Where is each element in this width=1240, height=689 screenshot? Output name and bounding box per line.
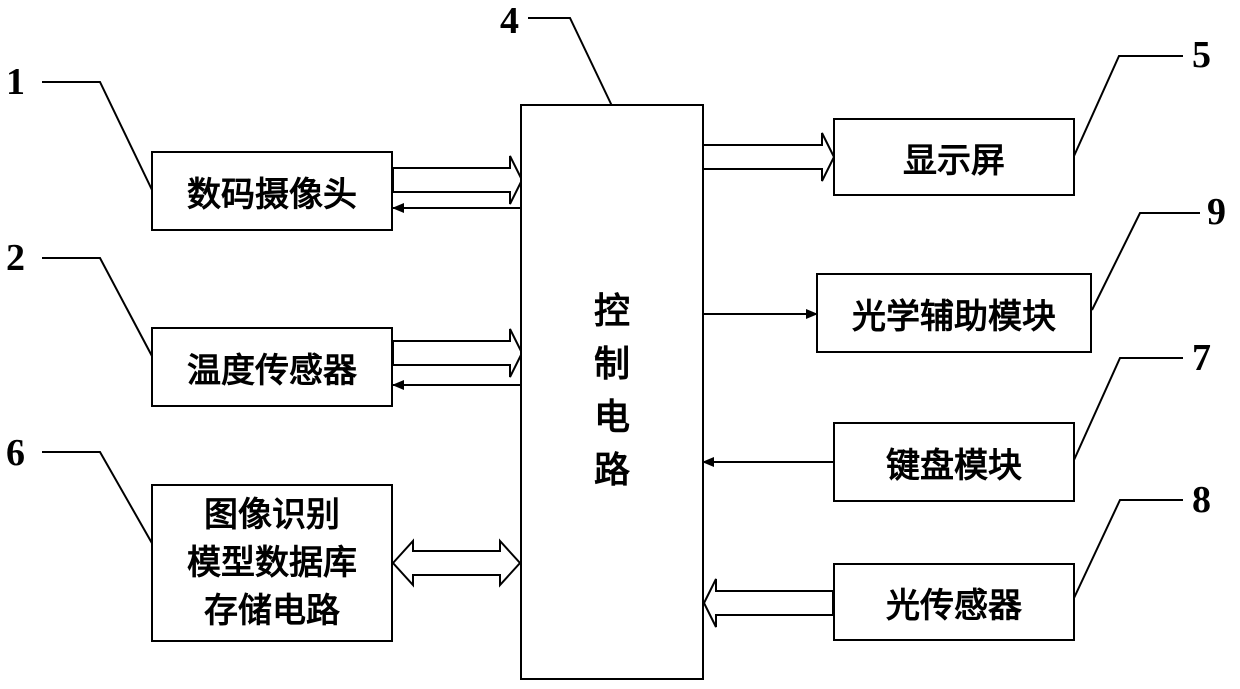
storage-line-1: 图像识别 — [204, 491, 340, 539]
storage-line-3: 存储电路 — [204, 587, 340, 635]
optical-module-box: 光学辅助模块 — [816, 273, 1092, 353]
storage-line-2: 模型数据库 — [187, 539, 357, 587]
leader-line-6 — [42, 452, 153, 545]
optical-module-label: 光学辅助模块 — [852, 289, 1056, 338]
ref-number-7: 7 — [1192, 339, 1211, 377]
leader-line-5 — [1074, 56, 1183, 156]
control-char-2: 制 — [522, 338, 702, 391]
control-to-display-hollow-arrow — [703, 133, 834, 181]
light-sensor-label: 光传感器 — [886, 578, 1022, 627]
control-char-4: 路 — [522, 444, 702, 497]
light-sensor-box: 光传感器 — [833, 563, 1075, 641]
camera-box: 数码摄像头 — [151, 151, 393, 231]
control-circuit-label: 控 制 电 路 — [522, 285, 702, 497]
camera-label: 数码摄像头 — [187, 167, 357, 216]
ref-number-4: 4 — [500, 2, 519, 40]
storage-control-bidirectional-arrow — [393, 541, 520, 585]
control-char-1: 控 — [522, 285, 702, 338]
ref-number-1: 1 — [6, 63, 25, 101]
leader-line-1 — [42, 82, 153, 192]
ref-number-2: 2 — [6, 239, 25, 277]
keyboard-module-box: 键盘模块 — [833, 422, 1075, 502]
temp-to-control-hollow-arrow — [393, 329, 522, 377]
leader-line-8 — [1074, 500, 1183, 598]
display-label: 显示屏 — [903, 133, 1005, 182]
leader-line-7 — [1074, 358, 1183, 460]
leader-line-4 — [528, 18, 612, 106]
camera-to-control-hollow-arrow — [393, 156, 522, 204]
storage-circuit-box: 图像识别 模型数据库 存储电路 — [151, 484, 393, 642]
ref-number-5: 5 — [1192, 36, 1211, 74]
ref-number-8: 8 — [1192, 481, 1211, 519]
leader-line-9 — [1092, 213, 1200, 310]
display-box: 显示屏 — [833, 118, 1075, 196]
ref-number-6: 6 — [6, 434, 25, 472]
light-to-control-hollow-arrow — [704, 579, 833, 627]
temperature-sensor-label: 温度传感器 — [187, 343, 357, 392]
keyboard-module-label: 键盘模块 — [886, 438, 1022, 487]
leader-line-2 — [42, 258, 153, 358]
control-char-3: 电 — [522, 391, 702, 444]
temperature-sensor-box: 温度传感器 — [151, 327, 393, 407]
ref-number-9: 9 — [1207, 193, 1226, 231]
